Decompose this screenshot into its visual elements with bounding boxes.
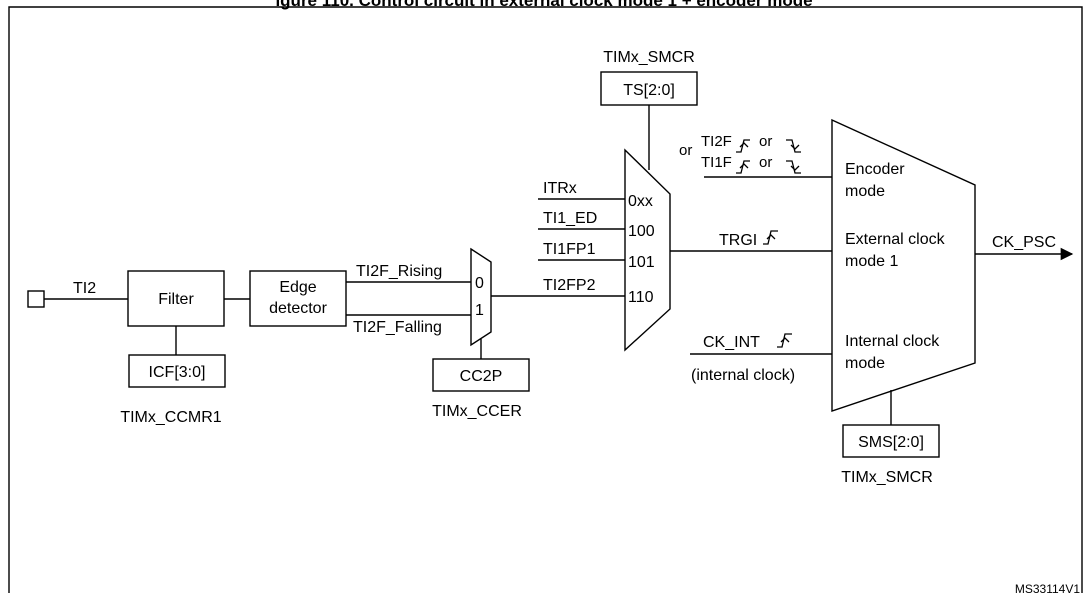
rising-label: TI2F_Rising <box>356 263 442 280</box>
trgi-label: TRGI <box>719 232 757 249</box>
figure-id: MS33114V1 <box>1015 582 1080 593</box>
ccmr1-register-label: TIMx_CCMR1 <box>120 409 221 426</box>
cc2p-register-box <box>432 358 530 392</box>
polarity-mux-in1: 1 <box>475 302 484 319</box>
trigger-input-ti1-ed: TI1_ED <box>543 210 597 227</box>
figure-frame <box>8 6 1083 593</box>
trigger-input-ti2fp2: TI2FP2 <box>543 277 596 294</box>
external-mode-label-1: External clock <box>845 231 946 248</box>
edge-detector-label-2: detector <box>269 300 327 317</box>
filter-block <box>127 270 225 327</box>
trigger-code-101: 101 <box>628 254 655 271</box>
ti1f-rising-edge-icon <box>736 160 750 174</box>
trigger-input-ti1fp1: TI1FP1 <box>543 241 596 258</box>
ti2f-rising-edge-arrow-icon <box>739 142 749 148</box>
trigger-code-100: 100 <box>628 223 655 240</box>
ti1f-rising-edge-arrow-icon <box>739 163 749 169</box>
ck-psc-label: CK_PSC <box>992 234 1056 251</box>
filter-label: Filter <box>158 291 194 308</box>
encoder-or-prefix: or <box>679 142 692 159</box>
polarity-mux <box>470 247 492 347</box>
sms-register-box <box>842 424 940 458</box>
cc2p-field-label: CC2P <box>460 368 503 385</box>
trigger-code-0xx: 0xx <box>628 193 653 210</box>
ck-int-rising-edge-icon <box>777 333 792 348</box>
smcr-sms-register-label: TIMx_SMCR <box>841 469 933 486</box>
ck-int-rising-edge-arrow-icon <box>780 337 790 343</box>
edge-detector-block <box>249 270 347 327</box>
falling-label: TI2F_Falling <box>353 319 442 336</box>
sms-field-label: SMS[2:0] <box>858 434 924 451</box>
trgi-rising-edge-arrow-icon <box>766 234 776 240</box>
internal-mode-label-2: mode <box>845 355 885 372</box>
external-mode-label-2: mode 1 <box>845 253 898 270</box>
smcr-ts-register-label: TIMx_SMCR <box>603 49 695 66</box>
mode-mux <box>831 118 976 412</box>
internal-clock-note: (internal clock) <box>691 367 795 384</box>
input-pin <box>27 290 45 308</box>
figure-title: igure 110. Control circuit in external c… <box>275 0 812 10</box>
ti2f-falling-edge-arrow-icon <box>790 144 800 150</box>
ti1f-falling-edge-arrow-icon <box>790 165 800 171</box>
ti1f-or-word: or <box>759 154 772 171</box>
icf-register-box <box>128 354 226 388</box>
ccer-register-label: TIMx_CCER <box>432 403 522 420</box>
encoder-signal-ti1f: TI1F <box>701 154 732 171</box>
trigger-input-itrx: ITRx <box>543 180 577 197</box>
ti2f-falling-edge-icon <box>786 139 801 153</box>
encoder-signal-ti2f: TI2F <box>701 133 732 150</box>
ts-field-label: TS[2:0] <box>623 82 675 99</box>
internal-mode-label-1: Internal clock <box>845 333 940 350</box>
trigger-mux <box>624 148 671 352</box>
trgi-rising-edge-icon <box>763 230 778 245</box>
edge-detector-label-1: Edge <box>279 279 316 296</box>
polarity-mux-in0: 0 <box>475 275 484 292</box>
ti2-label: TI2 <box>73 280 96 297</box>
ti2f-rising-edge-icon <box>736 139 750 153</box>
encoder-mode-label-2: mode <box>845 183 885 200</box>
encoder-mode-label-1: Encoder <box>845 161 905 178</box>
ti2f-or-word: or <box>759 133 772 150</box>
ti1f-falling-edge-icon <box>786 160 801 174</box>
trigger-code-110: 110 <box>628 289 654 306</box>
icf-field-label: ICF[3:0] <box>149 364 206 381</box>
ck-int-label: CK_INT <box>703 334 760 351</box>
